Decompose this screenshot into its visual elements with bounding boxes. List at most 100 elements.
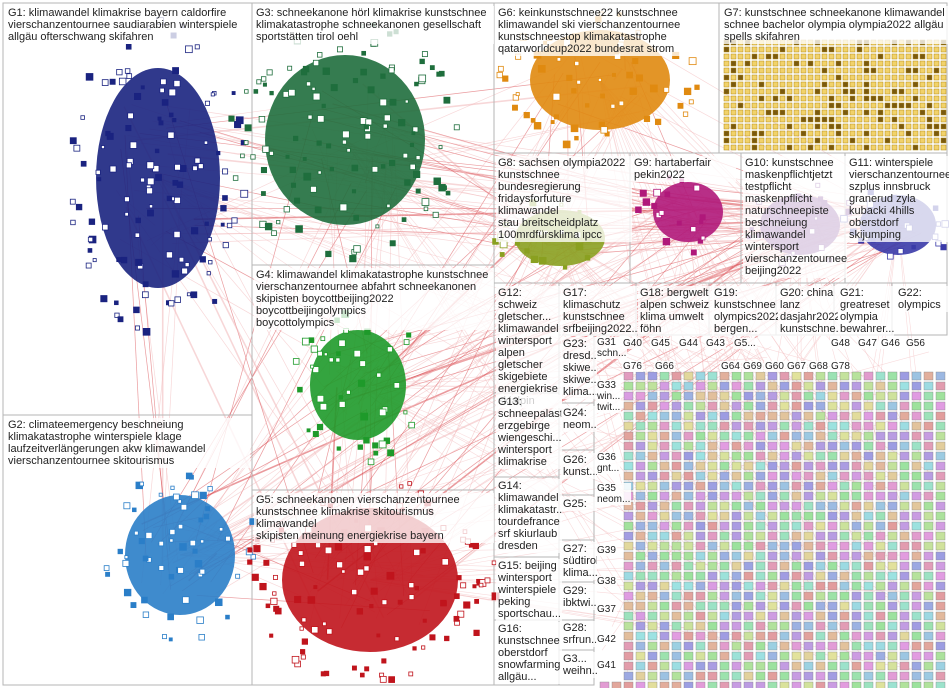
node	[635, 571, 646, 581]
node	[707, 371, 718, 381]
node	[719, 571, 730, 581]
node	[940, 244, 947, 251]
node	[923, 501, 934, 511]
node	[755, 421, 766, 431]
node	[168, 573, 175, 580]
node	[189, 539, 196, 547]
node	[623, 471, 634, 481]
node	[933, 60, 940, 67]
node	[707, 621, 718, 631]
node	[842, 144, 849, 151]
node	[647, 441, 658, 451]
node	[839, 651, 850, 661]
node	[472, 584, 477, 589]
edge	[165, 191, 687, 558]
node	[851, 601, 862, 611]
node	[815, 601, 826, 611]
group-label-g14: G14: klimawandel klimakatastr... tourdef…	[496, 479, 562, 553]
node	[294, 595, 302, 604]
node	[220, 222, 225, 227]
node	[767, 681, 778, 688]
node	[671, 641, 682, 651]
node	[863, 102, 870, 109]
node	[884, 123, 891, 130]
node	[695, 381, 706, 391]
node	[364, 666, 370, 672]
node	[842, 116, 849, 123]
node	[751, 95, 758, 102]
node	[751, 109, 758, 116]
node	[378, 440, 387, 449]
node	[731, 531, 742, 541]
node	[772, 130, 779, 137]
node	[875, 421, 886, 431]
node	[940, 123, 947, 130]
node	[791, 611, 802, 621]
node	[231, 91, 236, 95]
node	[884, 116, 891, 123]
node	[382, 123, 388, 129]
node	[159, 87, 165, 94]
node	[791, 531, 802, 541]
node	[839, 391, 850, 401]
node	[851, 551, 862, 561]
node	[800, 102, 807, 109]
node	[875, 651, 886, 661]
node	[397, 599, 403, 605]
node	[719, 601, 730, 611]
node	[695, 501, 706, 511]
node	[899, 591, 910, 601]
node	[933, 81, 940, 88]
node	[758, 60, 765, 67]
node	[839, 461, 850, 471]
node	[719, 531, 730, 541]
node	[671, 621, 682, 631]
node	[933, 116, 940, 123]
node	[723, 46, 730, 53]
node	[851, 501, 862, 511]
node	[671, 371, 682, 381]
node	[863, 421, 874, 431]
node	[294, 197, 301, 204]
node	[743, 501, 754, 511]
node	[167, 131, 175, 139]
node	[827, 641, 838, 651]
node	[707, 631, 718, 641]
node	[940, 74, 947, 81]
node	[262, 145, 270, 153]
node	[208, 260, 213, 265]
node	[755, 671, 766, 681]
node	[169, 538, 174, 543]
node	[301, 337, 310, 346]
node	[940, 109, 947, 116]
node	[803, 401, 814, 411]
node	[926, 144, 933, 151]
node	[940, 137, 947, 144]
node	[863, 81, 870, 88]
node	[683, 661, 694, 671]
node	[743, 631, 754, 641]
node	[623, 591, 634, 601]
node	[779, 130, 786, 137]
node	[325, 251, 331, 257]
node	[875, 591, 886, 601]
node	[911, 501, 922, 511]
node	[800, 144, 807, 151]
node	[247, 559, 253, 565]
node	[723, 67, 730, 74]
node	[791, 481, 802, 491]
node	[839, 611, 850, 621]
node	[912, 46, 919, 53]
node	[146, 187, 153, 195]
node	[683, 461, 694, 471]
cluster-core-g5	[282, 508, 458, 652]
node	[815, 531, 826, 541]
node	[935, 611, 946, 621]
node	[935, 491, 946, 501]
node	[671, 421, 682, 431]
node	[828, 137, 835, 144]
node	[363, 437, 370, 444]
node	[887, 391, 898, 401]
node	[699, 219, 704, 224]
node	[683, 431, 694, 441]
